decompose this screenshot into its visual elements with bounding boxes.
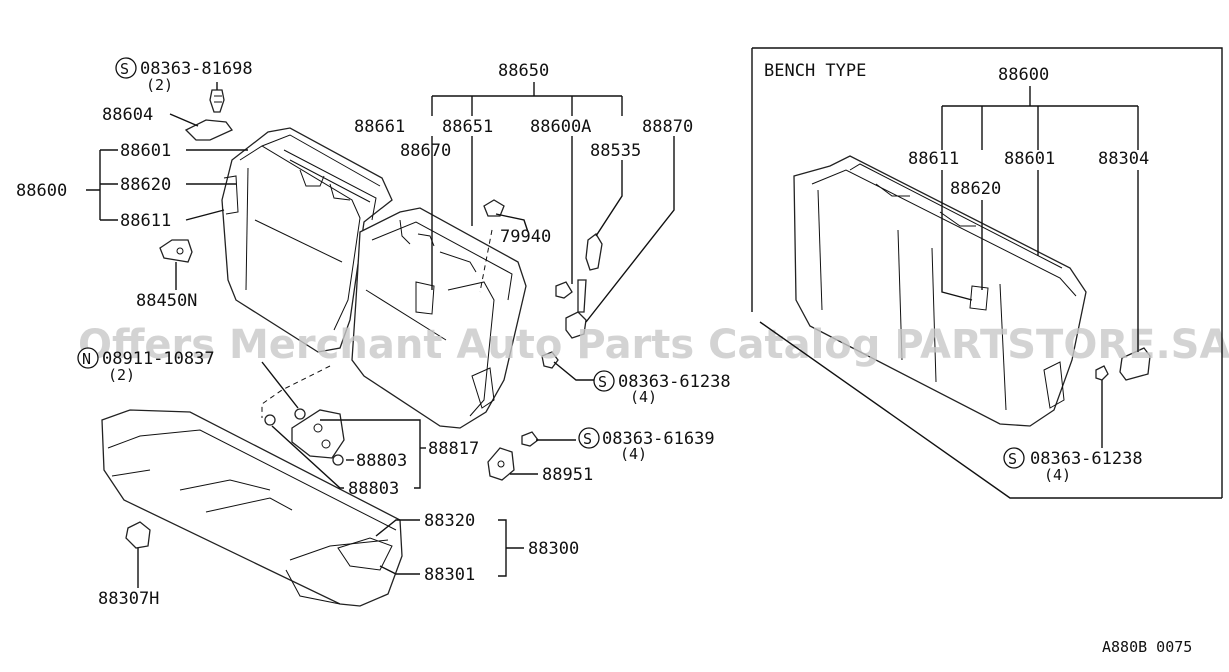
label-88600-left: 88600 (16, 181, 67, 201)
label-bench-88601: 88601 (1004, 149, 1055, 169)
label-screw-top-qty: (2) (146, 76, 173, 94)
circle-s-bench: S (1008, 450, 1017, 468)
label-88535: 88535 (590, 141, 641, 161)
bench-small-parts (1095, 347, 1151, 381)
bench-seat-back (793, 155, 1087, 427)
label-88611-left: 88611 (120, 211, 171, 231)
label-88817: 88817 (428, 439, 479, 459)
label-88307h: 88307H (98, 589, 159, 609)
label-nut-n: 08911-10837 (102, 349, 215, 369)
label-bench-screw-qty: (4) (1044, 466, 1071, 484)
label-88870: 88870 (642, 117, 693, 137)
label-88803-a: 88803 (356, 451, 407, 471)
circle-s-low: S (583, 430, 592, 448)
label-screw-low-qty: (4) (620, 445, 647, 463)
bench-frame (751, 47, 1223, 498)
label-88670: 88670 (400, 141, 451, 161)
label-88600a: 88600A (530, 117, 591, 137)
diagram-code: A880B 0075 (1102, 638, 1192, 656)
label-79940: 79940 (500, 227, 551, 247)
label-bench-88611: 88611 (908, 149, 959, 169)
label-88604: 88604 (102, 105, 153, 125)
label-88661: 88661 (354, 117, 405, 137)
label-bench-88304: 88304 (1098, 149, 1149, 169)
small-parts (125, 89, 603, 549)
circle-s-top: S (120, 60, 129, 78)
label-88620-left: 88620 (120, 175, 171, 195)
label-nut-n-qty: (2) (108, 366, 135, 384)
label-screw-top: 08363-81698 (140, 59, 253, 79)
label-bench-title: BENCH TYPE (764, 61, 866, 81)
label-88951: 88951 (542, 465, 593, 485)
label-screw-mid: 08363-61238 (618, 372, 731, 392)
circle-s-mid: S (598, 373, 607, 391)
leader-lines (86, 82, 1222, 588)
circle-n: N (82, 350, 91, 368)
label-88651: 88651 (442, 117, 493, 137)
label-bench-screw: 08363-61238 (1030, 449, 1143, 469)
label-bench-88600: 88600 (998, 65, 1049, 85)
label-88301: 88301 (424, 565, 475, 585)
label-88320: 88320 (424, 511, 475, 531)
label-88803-b: 88803 (348, 479, 399, 499)
label-bench-88620: 88620 (950, 179, 1001, 199)
label-screw-mid-qty: (4) (630, 388, 657, 406)
label-88650: 88650 (498, 61, 549, 81)
label-screw-low: 08363-61639 (602, 429, 715, 449)
seat-back-left (221, 127, 393, 353)
label-88300: 88300 (528, 539, 579, 559)
seat-back-right (351, 207, 527, 429)
seat-cushion (101, 409, 403, 607)
label-88450n: 88450N (136, 291, 197, 311)
circle-prefixes (77, 57, 1025, 469)
label-88601-left: 88601 (120, 141, 171, 161)
watermark: Offers Merchant Auto Parts Catalog PARTS… (78, 322, 1229, 368)
